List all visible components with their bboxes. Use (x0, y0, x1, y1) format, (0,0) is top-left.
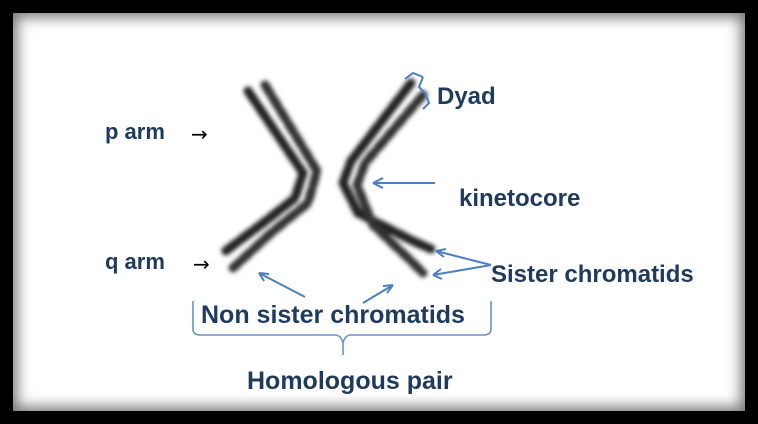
homologous-pair-label: Homologous pair (247, 369, 453, 394)
kinetocore-label: kinetocore (459, 187, 580, 211)
right-chromatid-outer (343, 83, 431, 249)
dyad-label: Dyad (437, 85, 496, 109)
p-arm-label: p arm (105, 121, 165, 143)
sister-chromatids-pointers (433, 249, 491, 279)
left-chromatid-outer (223, 91, 303, 253)
chromosome-diagram (13, 13, 745, 411)
sister-chromatids-label: Sister chromatids (491, 263, 694, 287)
non-sister-chromatids-label: Non sister chromatids (201, 303, 465, 328)
q-arm-arrow-icon: → (193, 254, 210, 274)
kinetocore-pointer (373, 178, 435, 188)
left-chromosome (223, 85, 317, 268)
p-arm-arrow-icon: → (191, 124, 208, 144)
q-arm-label: q arm (105, 251, 165, 273)
figure-panel: p arm → q arm → Dyad kinetocore Sister c… (10, 10, 748, 414)
right-chromosome (343, 83, 431, 273)
non-sister-chromatids-pointers (259, 273, 393, 303)
